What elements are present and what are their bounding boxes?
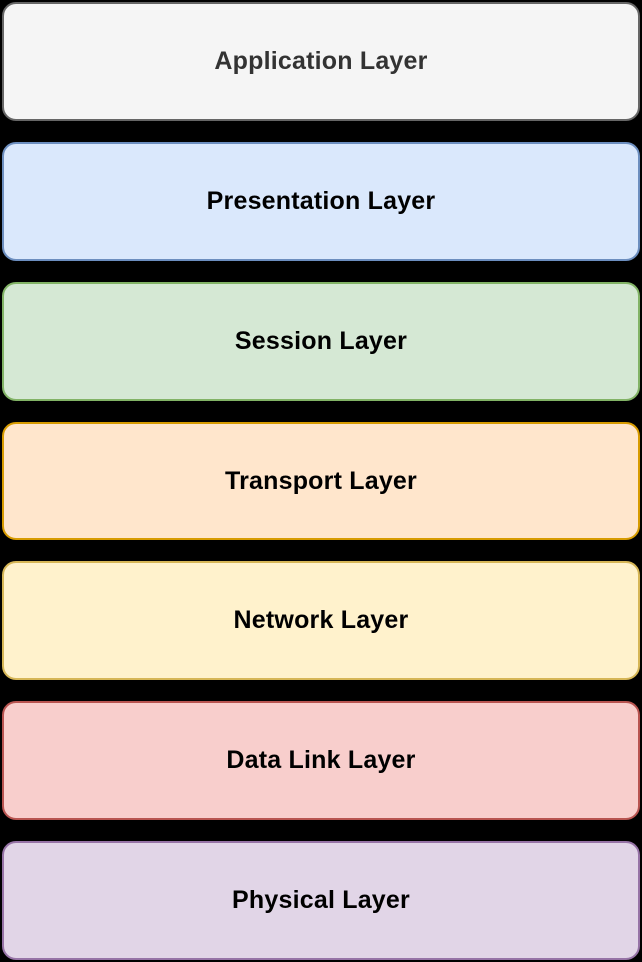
layer-label-presentation: Presentation Layer bbox=[206, 186, 436, 215]
layer-box-application: Application Layer bbox=[2, 2, 640, 121]
layer-box-transport: Transport Layer bbox=[2, 421, 640, 541]
layer-label-physical: Physical Layer bbox=[232, 886, 410, 915]
layer-label-data-link: Data Link Layer bbox=[226, 746, 416, 775]
layer-box-presentation: Presentation Layer bbox=[2, 141, 640, 261]
layer-label-application: Application Layer bbox=[214, 46, 428, 75]
layer-box-network: Network Layer bbox=[2, 561, 640, 681]
layer-label-session: Session Layer bbox=[234, 326, 408, 355]
layer-box-data-link: Data Link Layer bbox=[2, 701, 640, 821]
layer-label-network: Network Layer bbox=[233, 606, 409, 635]
layer-label-transport: Transport Layer bbox=[225, 466, 417, 495]
layer-box-session: Session Layer bbox=[2, 281, 640, 401]
layer-box-physical: Physical Layer bbox=[2, 841, 640, 961]
